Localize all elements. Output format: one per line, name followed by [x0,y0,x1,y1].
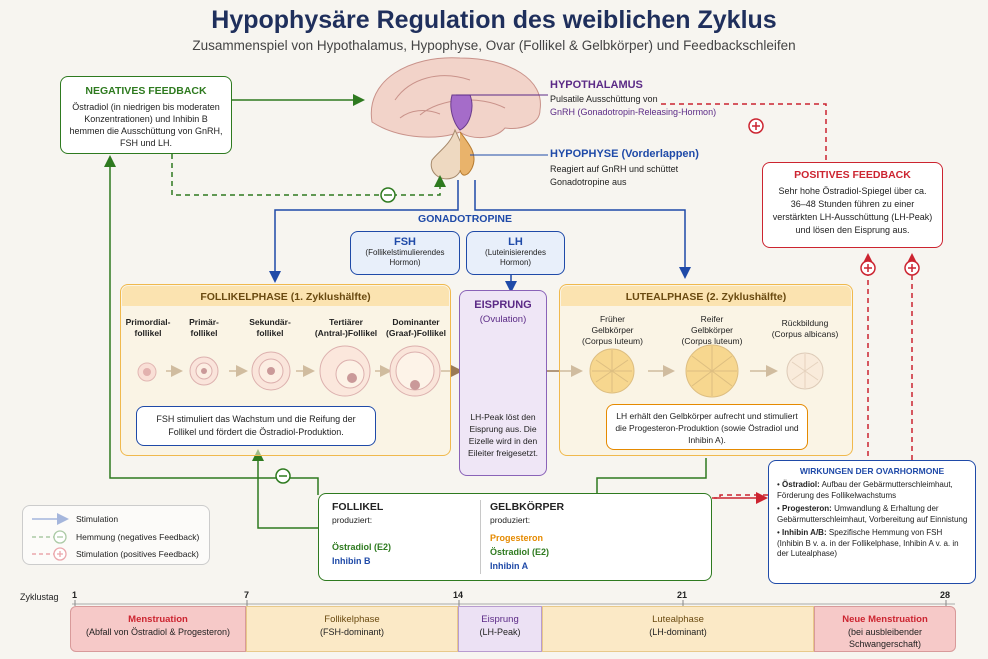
follikelphase-header [122,286,449,306]
eisprung-note: LH-Peak löst den Eisprung aus. Die Eizel… [468,412,538,458]
hypothalamus-label: HYPOTHALAMUS Pulsatile Ausschüttung von … [550,79,770,117]
wirkungen-list: • Östradiol: Aufbau der Gebärmutterschle… [769,476,975,560]
wirkungen-title: WIRKUNGEN DER OVARHORMONE [799,466,945,476]
negative-feedback-box: NEGATIVES FEEDBACK Östradiol (in niedrig… [60,76,232,154]
gonadotropine-title: GONADOTROPINE [418,213,512,225]
positive-feedback-title: POSITIVES FEEDBACK [794,169,911,181]
wirkung-oestradiol: • Östradiol: Aufbau der Gebärmutterschle… [777,480,953,500]
lutealphase-note: LH erhält den Gelbkörper aufrecht und st… [606,404,808,450]
stage-dominant: Dominanter (Graaf-)Follikel [386,317,446,338]
stage-reifer-gelbkoerper: Reifer Gelbkörper (Corpus luteum) [681,314,743,346]
lh-sub: (Luteinisierendes Hormon) [485,248,546,267]
negative-feedback-text: Östradiol (in niedrigen bis moderaten Ko… [69,102,223,148]
hypothalamus-line1: Pulsatile Ausschüttung von [550,94,658,104]
follikelphase-title: FOLLIKELPHASE (1. Zyklushälfte) [200,291,371,303]
legend-negative: Hemmung (negatives Feedback) [76,532,200,542]
stage-rueckbildung: Rückbildung (Corpus albicans) [771,318,839,339]
wirkung-inhibin: • Inhibin A/B: Spezifische Hemmung von F… [777,528,959,558]
hypophyse-label: HYPOPHYSE (Vorderlappen) Reagiert auf Gn… [550,148,720,189]
wirkungen-box: WIRKUNGEN DER OVARHORMONE • Östradiol: A… [768,460,976,584]
lh-title: LH [508,236,523,248]
negative-feedback-title: NEGATIVES FEEDBACK [85,85,207,97]
day-21: 21 [677,590,688,600]
phase-neue-menstruation: Neue Menstruation (bei ausbleibender Sch… [814,606,956,652]
hypophyse-text: Reagiert auf GnRH und schüttet Gonadotro… [550,164,679,187]
lutealphase-title: LUTEALPHASE (2. Zyklushälfte) [625,291,787,303]
hypothalamus-title: HYPOTHALAMUS [550,79,643,91]
stage-sekundaer: Sekundär- follikel [249,317,291,338]
eisprung-box: EISPRUNG (Ovulation) LH-Peak löst den Ei… [459,290,547,476]
page-title: Hypophysäre Regulation des weiblichen Zy… [211,6,777,34]
hypothalamus-line2: GnRH (Gonadotropin-Releasing-Hormon) [550,107,717,117]
gelbkoerper-producer: GELBKÖRPER produziert: Progesteron Östra… [490,501,565,571]
timeline-label: Zyklustag [20,592,59,602]
follikelphase-note: FSH stimuliert das Wachstum und die Reif… [136,406,376,446]
page-subtitle: Zusammenspiel von Hypothalamus, Hypophys… [192,38,796,53]
eisprung-sub: (Ovulation) [479,314,527,325]
positive-feedback-text: Sehr hohe Östradiol-Spiegel über ca. 36–… [772,186,933,235]
fsh-title: FSH [394,236,416,248]
day-14: 14 [453,590,464,600]
positive-feedback-box: POSITIVES FEEDBACK Sehr hohe Östradiol-S… [762,162,943,248]
lutealphase-header [561,286,851,306]
fsh-sub: (Follikelstimulierendes Hormon) [365,248,445,267]
day-28: 28 [940,590,951,600]
brain-illustration [370,57,541,180]
phase-menstruation: Menstruation (Abfall von Östradiol & Pro… [70,606,246,652]
day-1: 1 [72,590,78,600]
legend-stimulation: Stimulation [76,514,119,524]
phase-follikelphase: Follikelphase (FSH-dominant) [246,606,458,652]
fsh-box: FSH (Follikelstimulierendes Hormon) [350,231,460,275]
hormone-producers-box [318,493,712,581]
wirkung-progesteron: • Progesteron: Umwandlung & Erhaltung de… [777,504,968,524]
stage-tertiaer: Tertiärer (Antral-)Follikel [314,317,378,338]
legend-box [22,505,210,565]
stage-primordial: Primordial- follikel [125,317,171,338]
producers-divider [480,500,481,574]
phase-lutealphase: Lutealphase (LH-dominant) [542,606,814,652]
phase-eisprung: Eisprung (LH-Peak) [458,606,542,652]
follikel-producer: FOLLIKEL produziert: Östradiol (E2) Inhi… [332,501,392,566]
lh-box: LH (Luteinisierendes Hormon) [466,231,565,275]
day-7: 7 [244,590,250,600]
legend-positive: Stimulation (positives Feedback) [76,549,199,559]
eisprung-title: EISPRUNG [474,299,532,311]
hypophyse-title: HYPOPHYSE (Vorderlappen) [550,148,699,160]
stage-primaer: Primär- follikel [189,317,219,338]
stage-frueher-gelbkoerper: Früher Gelbkörper (Corpus luteum) [582,314,643,346]
